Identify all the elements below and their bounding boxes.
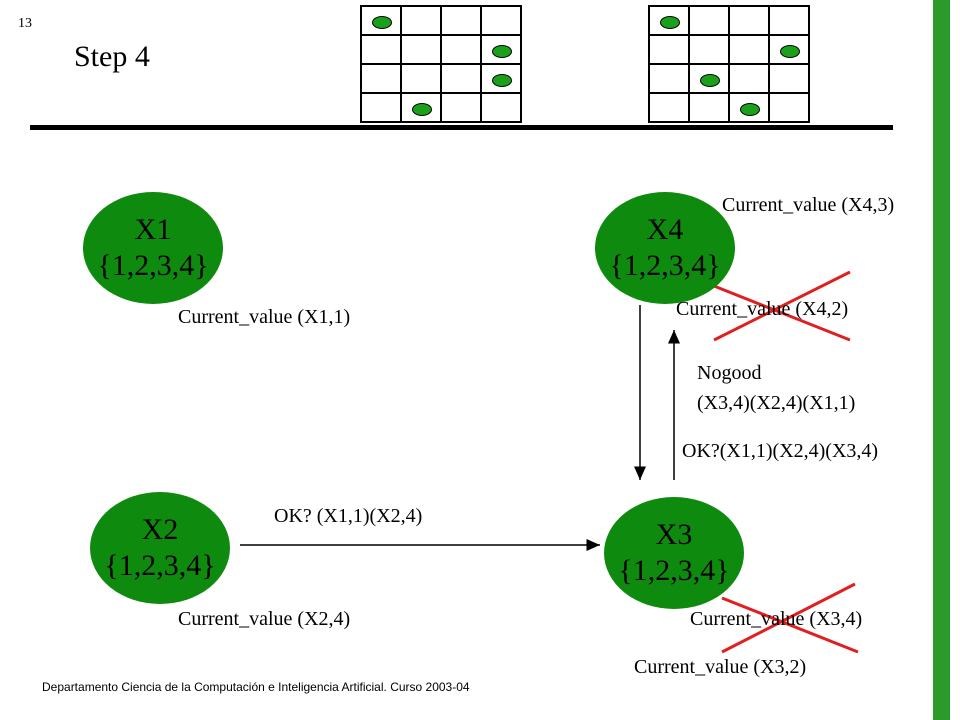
board-cell xyxy=(360,34,402,65)
title-divider xyxy=(30,125,893,130)
board-cell xyxy=(648,63,690,94)
label-x3-current-value: Current_value (X3,2) xyxy=(634,656,807,678)
board-cell xyxy=(648,92,690,123)
board-cell xyxy=(768,63,810,94)
node-x4-name: X4 xyxy=(646,213,684,246)
node-x2: X2 {1,2,3,4} xyxy=(90,492,230,604)
board-cell xyxy=(360,92,402,123)
page-number: 13 xyxy=(18,16,32,31)
board-cell xyxy=(688,92,730,123)
board-cell xyxy=(440,34,482,65)
queen-icon xyxy=(492,73,512,87)
cross-x4-line-b xyxy=(713,270,851,342)
board-cell xyxy=(688,34,730,65)
queen-icon xyxy=(372,15,392,29)
board-cell xyxy=(400,5,442,36)
cross-x3-line-b xyxy=(721,582,856,654)
label-x3-old-value: Current_value (X3,4) xyxy=(690,608,863,630)
board-cell xyxy=(768,34,810,65)
node-x3-domain: {1,2,3,4} xyxy=(618,554,730,587)
cross-x3-line-a xyxy=(721,596,859,654)
board-cell xyxy=(768,92,810,123)
node-x1: X1 {1,2,3,4} xyxy=(83,192,223,304)
board-cell xyxy=(480,5,522,36)
board-cell xyxy=(360,63,402,94)
board-cell xyxy=(480,34,522,65)
message-ok-x3-to-x4: OK?(X1,1)(X2,4)(X3,4) xyxy=(682,440,879,462)
queen-icon xyxy=(740,102,760,116)
board-cell xyxy=(400,63,442,94)
node-x4: X4 {1,2,3,4} xyxy=(595,192,735,304)
node-x1-domain: {1,2,3,4} xyxy=(97,249,209,282)
decorative-side-bar xyxy=(933,0,950,720)
board-cell xyxy=(440,5,482,36)
queen-icon xyxy=(700,73,720,87)
slide-title: Step 4 xyxy=(74,40,150,73)
board-cell xyxy=(648,5,690,36)
board-cell xyxy=(728,63,770,94)
label-x2-current-value: Current_value (X2,4) xyxy=(178,608,351,630)
node-x4-domain: {1,2,3,4} xyxy=(609,249,721,282)
chess-board-left xyxy=(360,5,522,123)
board-cell xyxy=(400,34,442,65)
board-cell xyxy=(688,63,730,94)
message-nogood-title: Nogood xyxy=(697,362,762,384)
board-grid xyxy=(360,5,522,123)
board-cell xyxy=(360,5,402,36)
board-cell xyxy=(728,5,770,36)
node-x3: X3 {1,2,3,4} xyxy=(604,497,744,609)
message-ok-x2-to-x3: OK? (X1,1)(X2,4) xyxy=(274,505,423,527)
node-x3-name: X3 xyxy=(655,518,693,551)
node-x1-name: X1 xyxy=(134,213,172,246)
label-x1-current-value: Current_value (X1,1) xyxy=(178,306,351,328)
label-x4-current-value: Current_value (X4,3) xyxy=(722,194,895,216)
footer-text: Departamento Ciencia de la Computación e… xyxy=(42,680,470,694)
board-cell xyxy=(480,63,522,94)
board-cell xyxy=(400,92,442,123)
board-cell xyxy=(480,92,522,123)
board-cell xyxy=(648,34,690,65)
queen-icon xyxy=(412,102,432,116)
board-cell xyxy=(728,34,770,65)
board-cell xyxy=(688,5,730,36)
message-nogood-body: (X3,4)(X2,4)(X1,1) xyxy=(697,392,856,414)
chess-board-right xyxy=(648,5,810,123)
queen-icon xyxy=(660,15,680,29)
label-x4-old-value: Current_value (X4,2) xyxy=(676,298,849,320)
board-grid xyxy=(648,5,810,123)
node-x2-domain: {1,2,3,4} xyxy=(104,549,216,582)
board-cell xyxy=(440,92,482,123)
board-cell xyxy=(728,92,770,123)
queen-icon xyxy=(780,44,800,58)
node-x2-name: X2 xyxy=(141,513,179,546)
cross-x4-line-a xyxy=(713,284,851,342)
queen-icon xyxy=(492,44,512,58)
board-cell xyxy=(440,63,482,94)
board-cell xyxy=(768,5,810,36)
